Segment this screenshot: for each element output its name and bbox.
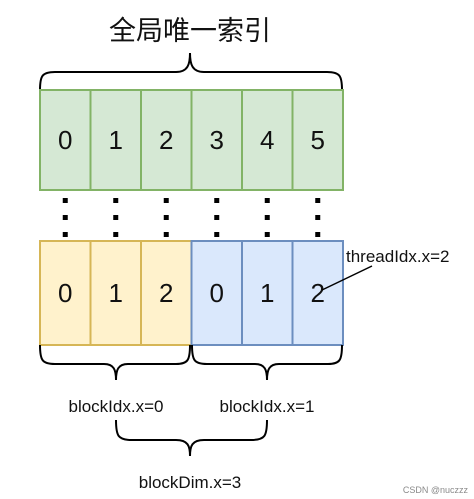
global-cell [140,89,193,191]
global-index-row: 0 1 2 3 4 5 [39,89,344,191]
block-rows: 0 1 2 0 1 2 [39,240,344,346]
global-cell [241,89,294,191]
block-0-brace [39,344,191,381]
global-cell-label: 0 [58,125,72,155]
watermark: CSDN @nuczzz [403,485,469,495]
block-1-cell [241,240,294,346]
global-cell [39,89,92,191]
block-0-cell-label: 1 [109,278,123,308]
diagram-title: 全局唯一索引 [109,16,271,47]
global-cell-label: 4 [260,125,274,155]
block-0-cell-label: 0 [58,278,72,308]
block-1-cell-label: 0 [210,278,224,308]
block-1-cell-label: 2 [311,278,325,308]
global-cell-label: 5 [311,125,325,155]
block-1-cell-label: 1 [260,278,274,308]
thread-index-label: threadIdx.x=2 [346,247,450,266]
block-1-cell [190,240,243,346]
dotted-connectors [62,198,321,239]
global-cell [291,89,344,191]
global-cell-label: 3 [210,125,224,155]
block-0-label: blockIdx.x=0 [69,397,164,416]
global-cell-label: 1 [109,125,123,155]
block-0-cell-label: 2 [159,278,173,308]
block-1-cell [291,240,344,346]
block-1-brace [191,344,343,381]
block-dim-label: blockDim.x=3 [139,473,242,492]
block-dim-brace [115,419,268,457]
thread-callout-line [321,265,373,291]
global-cell-label: 2 [159,125,173,155]
block-1-label: blockIdx.x=1 [220,397,315,416]
global-cell [89,89,142,191]
top-brace [39,52,343,91]
